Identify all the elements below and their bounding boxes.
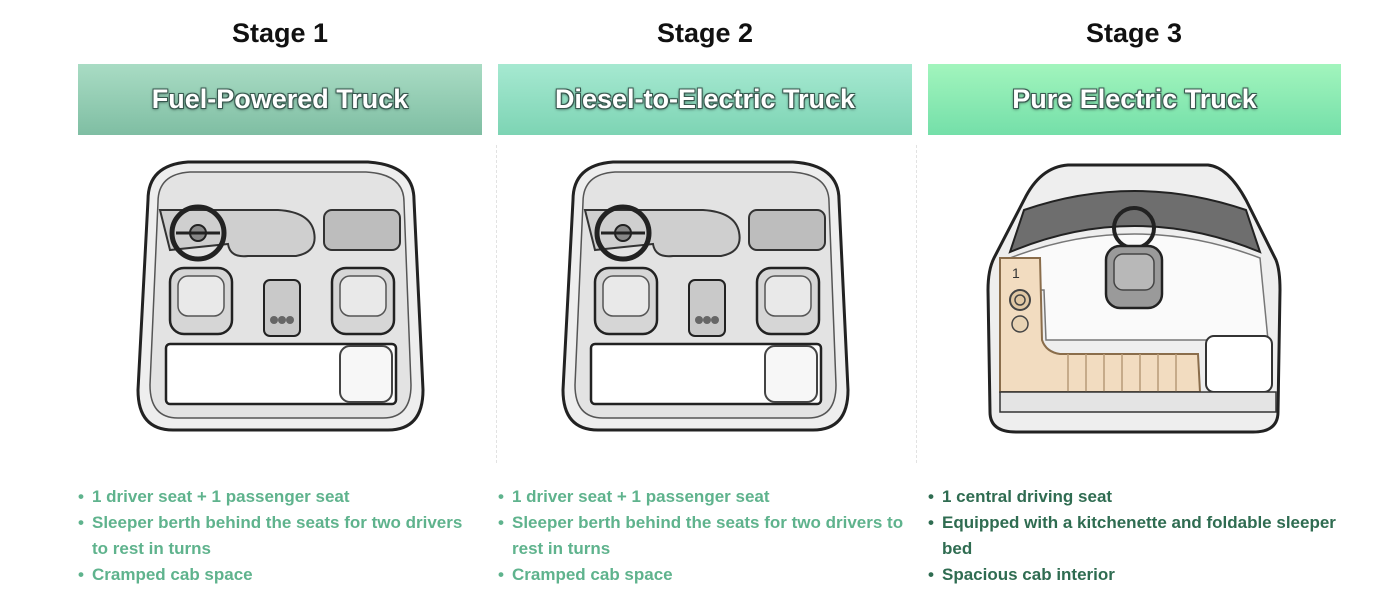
- stage-banner: Diesel-to-Electric Truck: [498, 64, 912, 135]
- cab-top-view-icon: 1: [986, 163, 1282, 434]
- stage-banner: Fuel-Powered Truck: [78, 64, 482, 135]
- stage-2-column: Stage 2 Diesel-to-Electric Truck 1 drive…: [498, 0, 912, 613]
- stage-title: Stage 2: [656, 18, 754, 48]
- fuel-truck-cab-illustration: [78, 140, 482, 462]
- pure-electric-truck-cab-illustration: 1: [928, 140, 1341, 462]
- cab-top-view-icon: [136, 160, 425, 432]
- feature-list: 1 driver seat + 1 passenger seat Sleeper…: [78, 484, 482, 588]
- feature-item: Spacious cab interior: [928, 562, 1358, 588]
- stage-title: Stage 1: [231, 18, 329, 48]
- stage-1-column: Stage 1 Fuel-Powered Truck 1: [78, 0, 482, 613]
- feature-list: 1 driver seat + 1 passenger seat Sleeper…: [498, 484, 912, 588]
- feature-item: 1 driver seat + 1 passenger seat: [498, 484, 912, 510]
- column-divider: [916, 145, 917, 463]
- feature-item: 1 central driving seat: [928, 484, 1358, 510]
- feature-item: Equipped with a kitchenette and foldable…: [928, 510, 1358, 562]
- feature-item: Sleeper berth behind the seats for two d…: [498, 510, 912, 562]
- kitchenette-control-label: 1: [1012, 265, 1020, 281]
- feature-item: Cramped cab space: [78, 562, 482, 588]
- feature-list: 1 central driving seat Equipped with a k…: [928, 484, 1358, 588]
- feature-item: 1 driver seat + 1 passenger seat: [78, 484, 482, 510]
- stage-title: Stage 3: [1085, 18, 1183, 48]
- stage-3-column: Stage 3 Pure Electric Truck 1: [928, 0, 1358, 613]
- column-divider: [496, 145, 497, 463]
- cab-top-view-icon: [561, 160, 850, 432]
- feature-item: Sleeper berth behind the seats for two d…: [78, 510, 482, 562]
- feature-item: Cramped cab space: [498, 562, 912, 588]
- diesel-electric-truck-cab-illustration: [498, 140, 912, 462]
- stage-banner: Pure Electric Truck: [928, 64, 1341, 135]
